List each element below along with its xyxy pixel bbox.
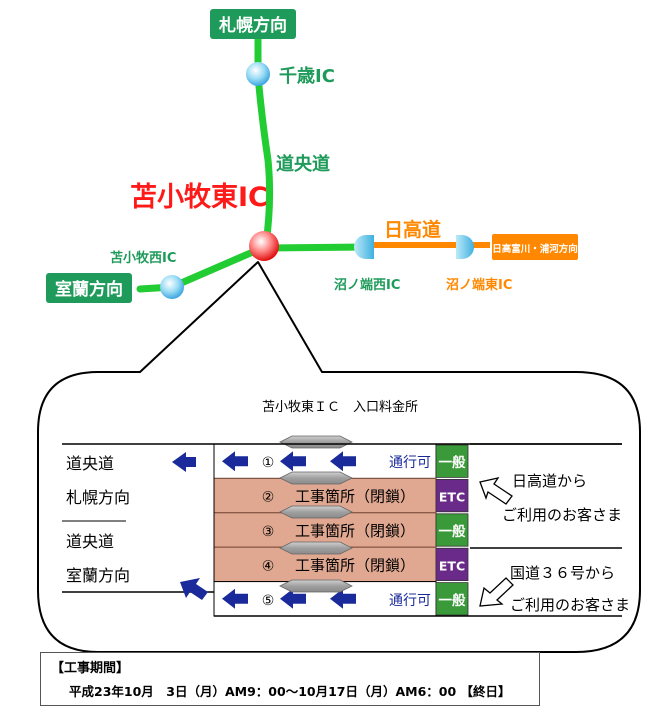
lane-3-type-label: 一般 (439, 523, 466, 540)
expressway-hidaka-label: 日高道 (384, 218, 441, 241)
lane-1-type-badge (435, 444, 469, 478)
destination-west-box (46, 273, 132, 303)
lane-1-arrow-left-icon (222, 451, 248, 472)
booth-island-3 (279, 505, 353, 519)
doo-expressway-road (254, 32, 274, 248)
booth-island-2 (279, 471, 353, 485)
lane-2-type-badge (435, 478, 469, 513)
lane-5-number: ⑤ (262, 593, 275, 609)
main-ic-label: 苫小牧東IC (130, 182, 268, 213)
closed-lane-3 (213, 512, 437, 548)
construction-period-box: 【工事期間】 平成23年10月 3日（月）AM9：00〜10月17日（月）AM6… (40, 652, 540, 706)
lane-5-type-badge (435, 582, 469, 616)
numanohata-higashi-ic-node (456, 235, 474, 259)
lane-3-status: 工事箇所（閉鎖） (295, 522, 415, 540)
arrow-from-route36-icon (479, 577, 514, 607)
hidaka-connector-road (265, 243, 367, 252)
expressway-doo-label: 道央道 (276, 153, 330, 175)
right-top-label-2: ご利用のお客さま (502, 506, 622, 524)
destination-north-box (210, 9, 296, 39)
lane-2-type-label: ETC (439, 490, 465, 505)
arrow-to-sapporo-icon (172, 452, 196, 472)
left-label-1a: 道央道 (66, 454, 114, 473)
left-label-1b: 札幌方向 (66, 488, 130, 507)
lane-4-type-badge (435, 547, 469, 582)
lane-1-type-label: 一般 (439, 454, 466, 471)
lane-2-number: ② (262, 490, 275, 506)
lane-1-arrow-mid-icon (280, 451, 306, 472)
numanohata-higashi-ic-label: 沼ノ端東IC (446, 277, 512, 293)
right-bottom-label-1: 国道３６号から (510, 564, 615, 582)
right-bottom-label-2: ご利用のお客さま (510, 596, 630, 614)
chitose-ic-label: 千歳IC (279, 66, 335, 87)
left-label-2a: 道央道 (66, 532, 114, 551)
lane-2-status: 工事箇所（閉鎖） (295, 488, 415, 506)
numanohata-nishi-ic-label: 沼ノ端西IC (334, 277, 400, 293)
destination-east-box (492, 234, 578, 260)
construction-period-heading: 【工事期間】 (51, 661, 130, 676)
left-label-2b: 室蘭方向 (66, 566, 130, 585)
destination-west-label: 室蘭方向 (55, 279, 123, 300)
lane-1-number: ① (262, 455, 275, 471)
lane-3-type-badge (435, 513, 469, 547)
lane-5-arrow-left-icon (222, 588, 248, 609)
tomakomai-nishi-ic-node (160, 275, 184, 299)
tollgate-title: 苫小牧東ＩＣ 入口料金所 (262, 399, 418, 415)
right-top-label-1: 日高道から (512, 472, 587, 490)
tomakomai-nishi-ic-label: 苫小牧西IC (110, 250, 176, 266)
booth-island-5 (279, 579, 353, 593)
lane-4-type-label: ETC (439, 558, 465, 573)
booth-island-4 (279, 541, 353, 555)
construction-period-text: 平成23年10月 3日（月）AM9：00〜10月17日（月）AM6：00 【終日… (69, 684, 511, 699)
lane-3-number: ③ (262, 524, 275, 540)
lane-5-arrow-right-icon (330, 588, 356, 609)
arrow-to-muroran-icon (180, 578, 208, 600)
lane-5-arrow-mid-icon (280, 588, 306, 609)
lane-1-arrow-right-icon (330, 451, 356, 472)
lane-1-status: 通行可 (389, 455, 431, 471)
destination-north-label: 札幌方向 (218, 15, 287, 36)
chitose-ic-node (246, 62, 270, 86)
lane-5-type-label: 一般 (439, 592, 466, 609)
arrow-from-hidaka-icon (479, 477, 513, 505)
lane-4-status: 工事箇所（閉鎖） (295, 556, 415, 574)
lane-4-number: ④ (262, 558, 275, 574)
destination-east-label: 日高富川・浦河方向 (492, 243, 578, 255)
lane-5-status: 通行可 (389, 593, 431, 609)
booth-island-1 (279, 435, 353, 449)
main-ic-node (249, 231, 279, 261)
numanohata-nishi-ic-node (354, 235, 374, 259)
